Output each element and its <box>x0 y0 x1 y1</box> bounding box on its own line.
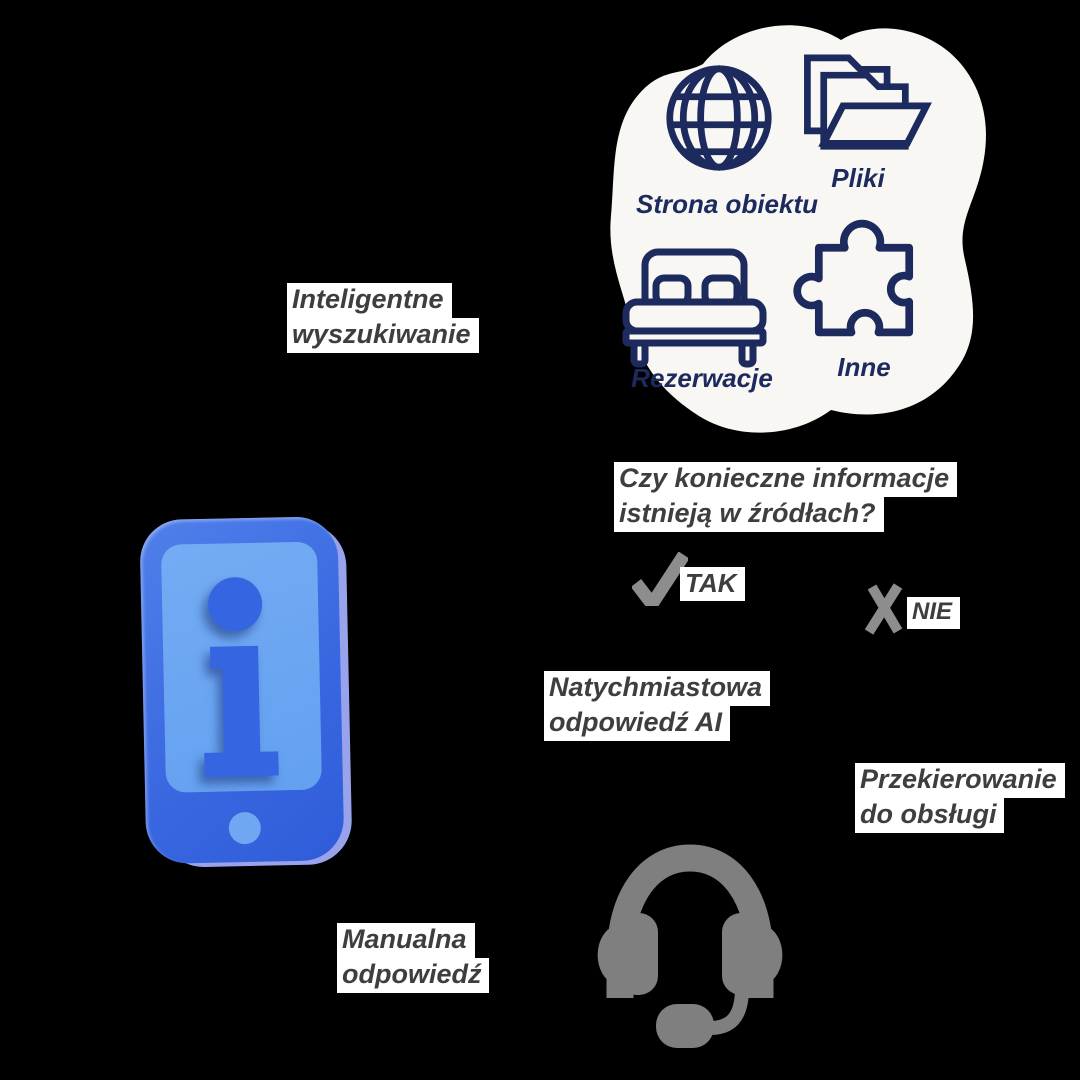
check-icon <box>632 552 688 606</box>
no-label: NIE <box>907 597 961 629</box>
ai-answer-line2: odpowiedź AI <box>544 706 730 741</box>
files-icon <box>804 54 932 150</box>
question-line1: Czy konieczne informacje <box>614 462 958 497</box>
info-symbol <box>204 577 279 777</box>
yes-label-text: TAK <box>680 567 745 601</box>
smart-search-label: Inteligentne wyszukiwanie <box>287 283 479 353</box>
manual-answer-label: Manualna odpowiedź <box>337 923 490 993</box>
source-label-reservations: Rezerwacje <box>631 363 773 393</box>
redirect-label: Przekierowanie do obsługi <box>855 763 1065 833</box>
no-label-text: NIE <box>907 597 961 629</box>
smart-search-line2: wyszukiwanie <box>287 318 479 353</box>
manual-answer-line2: odpowiedź <box>337 958 490 993</box>
yes-label: TAK <box>680 567 745 601</box>
question-label: Czy konieczne informacje istnieją w źród… <box>614 462 958 532</box>
source-label-files: Pliki <box>831 163 885 193</box>
smart-search-line1: Inteligentne <box>287 283 452 318</box>
headset-icon <box>597 844 783 1048</box>
source-label-website: Strona obiektu <box>635 189 819 219</box>
ai-answer-label: Natychmiastowa odpowiedź AI <box>544 671 771 741</box>
redirect-line1: Przekierowanie <box>855 763 1065 798</box>
source-label-other: Inne <box>837 352 891 382</box>
redirect-line2: do obsługi <box>855 798 1005 833</box>
puzzle-icon <box>793 219 914 337</box>
info-phone-icon <box>139 516 358 870</box>
bed-icon <box>622 248 767 368</box>
x-icon <box>865 583 903 635</box>
manual-answer-line1: Manualna <box>337 923 475 958</box>
ai-answer-line1: Natychmiastowa <box>544 671 771 706</box>
globe-icon <box>666 65 772 171</box>
question-line2: istnieją w źródłach? <box>614 497 884 532</box>
